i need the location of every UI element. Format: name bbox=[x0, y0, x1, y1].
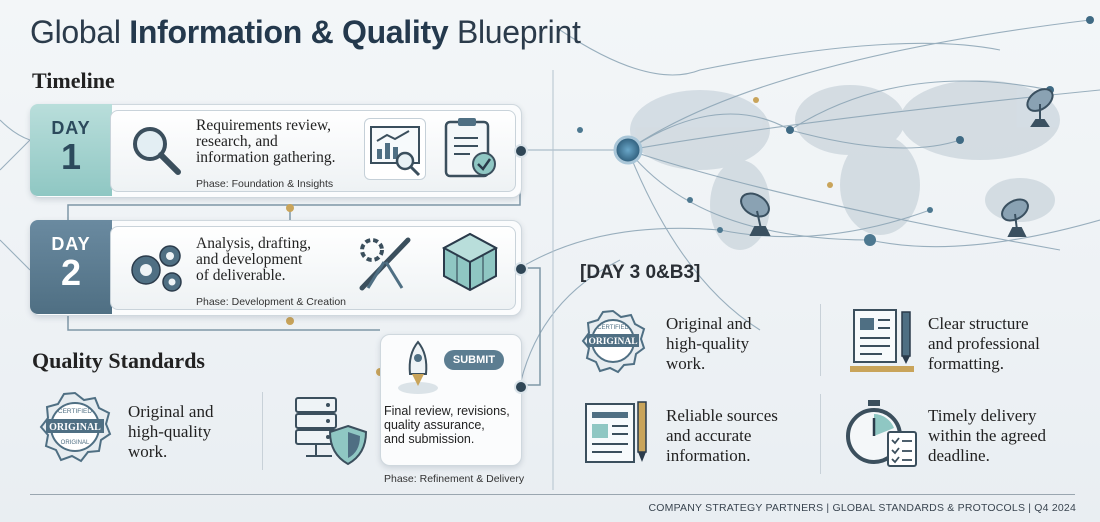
day3-divider-top bbox=[820, 304, 821, 376]
day3-item-3-text: Reliable sources and accurate informatio… bbox=[666, 406, 778, 465]
magnifier-icon bbox=[133, 127, 181, 175]
day3-badge-mid-text: ORIGINAL bbox=[588, 337, 637, 347]
day-1-phase: Phase: Foundation & Insights bbox=[196, 178, 334, 190]
original-badge-icon: ORIGINAL CERTIFIED ORIGINAL bbox=[39, 391, 112, 463]
stopwatch-checklist-icon bbox=[846, 400, 917, 467]
pen-compass-icon bbox=[359, 237, 411, 291]
original-badge-icon: ORIGINAL CERTIFIED bbox=[581, 309, 646, 374]
satellite-dish-icon bbox=[740, 192, 771, 236]
server-shield-icon bbox=[295, 397, 368, 466]
quality-divider bbox=[262, 392, 263, 470]
day-1-connector-dot bbox=[514, 144, 528, 158]
day-2-text: Analysis, drafting, and development of d… bbox=[196, 235, 311, 284]
submit-label: SUBMIT bbox=[452, 354, 496, 366]
final-stage-text: Final review, revisions, quality assuran… bbox=[384, 404, 510, 446]
day3-divider-bottom bbox=[820, 394, 821, 474]
gears-icon bbox=[131, 245, 182, 292]
quality-heading: Quality Standards bbox=[32, 348, 205, 373]
clipboard-check-icon bbox=[444, 118, 496, 178]
submit-button[interactable]: SUBMIT bbox=[444, 350, 504, 370]
newspaper-pencil-icon bbox=[585, 401, 647, 463]
day3-item-1-text: Original and high-quality work. bbox=[666, 314, 752, 373]
day-1-tab: DAY 1 bbox=[30, 104, 112, 196]
day3-item-2-text: Clear structure and professional formatt… bbox=[928, 314, 1040, 373]
timeline-heading: Timeline bbox=[32, 68, 115, 93]
document-pen-icon bbox=[850, 309, 914, 372]
day-2-connector-dot bbox=[514, 262, 528, 276]
world-map bbox=[630, 80, 1060, 250]
satellite-dish-icon bbox=[1001, 198, 1029, 237]
network-nodes bbox=[577, 16, 1094, 246]
day-2-tab: DAY 2 bbox=[30, 220, 112, 314]
badge-bottom-text: ORIGINAL bbox=[61, 440, 90, 446]
quality-item-text: Original and high-quality work. bbox=[128, 402, 214, 461]
badge-top-text: CERTIFIED bbox=[58, 408, 92, 415]
day3-badge-top-text: CERTIFIED bbox=[597, 325, 629, 331]
cube-icon bbox=[441, 232, 499, 292]
day3-heading: [DAY 3 0&B3] bbox=[580, 262, 701, 283]
final-stage-phase: Phase: Refinement & Delivery bbox=[384, 473, 525, 485]
footer-text: COMPANY STRATEGY PARTNERS | GLOBAL STAND… bbox=[648, 502, 1076, 514]
rocket-icon bbox=[398, 340, 438, 394]
title-bold: Information & Quality bbox=[129, 14, 449, 50]
day3-item-4-text: Timely delivery within the agreed deadli… bbox=[928, 406, 1047, 465]
day-2-label: DAY bbox=[51, 234, 91, 254]
day-1-text: Requirements review, research, and infor… bbox=[196, 117, 336, 166]
page-title: Global Information & Quality Blueprint bbox=[30, 14, 581, 51]
day-1-label: DAY bbox=[51, 118, 91, 138]
final-connector-dot bbox=[514, 380, 528, 394]
footer-divider bbox=[30, 494, 1075, 495]
day-2-number: 2 bbox=[60, 252, 82, 293]
day-2-phase: Phase: Development & Creation bbox=[196, 296, 346, 308]
analytics-chart-icon bbox=[364, 118, 426, 180]
network-lines bbox=[0, 19, 1100, 386]
title-prefix: Global bbox=[30, 14, 121, 50]
badge-mid-text: ORIGINAL bbox=[49, 422, 101, 433]
title-suffix: Blueprint bbox=[456, 14, 581, 50]
day-1-number: 1 bbox=[60, 136, 82, 177]
satellite-dish-icon bbox=[1026, 88, 1054, 127]
